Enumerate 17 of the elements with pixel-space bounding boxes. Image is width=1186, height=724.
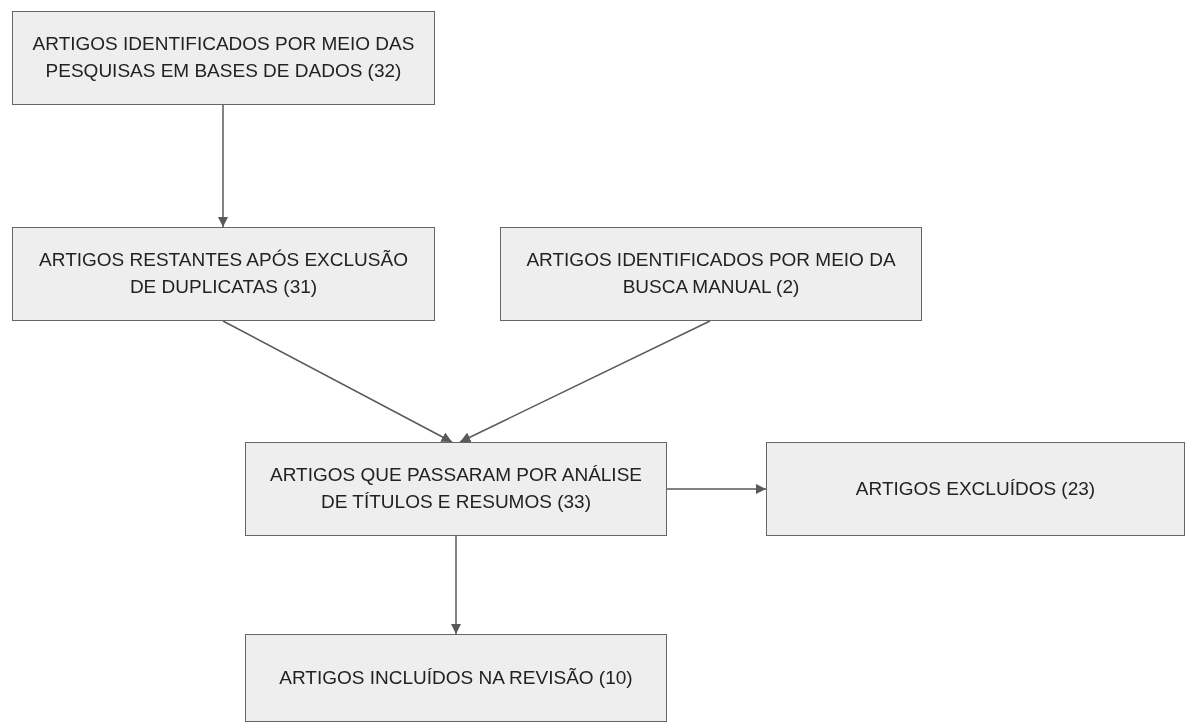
box-label: ARTIGOS INCLUÍDOS NA REVISÃO (10) [278,665,634,690]
box-label: ARTIGOS IDENTIFICADOS POR MEIO DA BUSCA MANUAL (2) [525,248,897,299]
box-label: ARTIGOS QUE PASSARAM POR ANÁLISE DE TÍTULOS E RESUMOS (33) [269,463,643,514]
process-box [245,442,667,536]
arrow [450,535,462,635]
box-label: ARTIGOS RESTANTES APÓS EXCLUSÃO DE DUPLICATAS (31) [38,248,409,299]
process-box [766,442,1185,536]
process-box [12,11,435,105]
box-label: ARTIGOS IDENTIFICADOS POR MEIO DAS PESQUISAS EM BASES DE DADOS (32) [31,32,416,83]
process-box [245,634,667,722]
process-box [500,227,922,321]
arrow [459,320,711,443]
arrow [222,320,453,443]
arrow [217,104,229,228]
process-box [12,227,435,321]
box-label: ARTIGOS EXCLUÍDOS (23) [854,476,1097,501]
arrow [666,483,767,495]
